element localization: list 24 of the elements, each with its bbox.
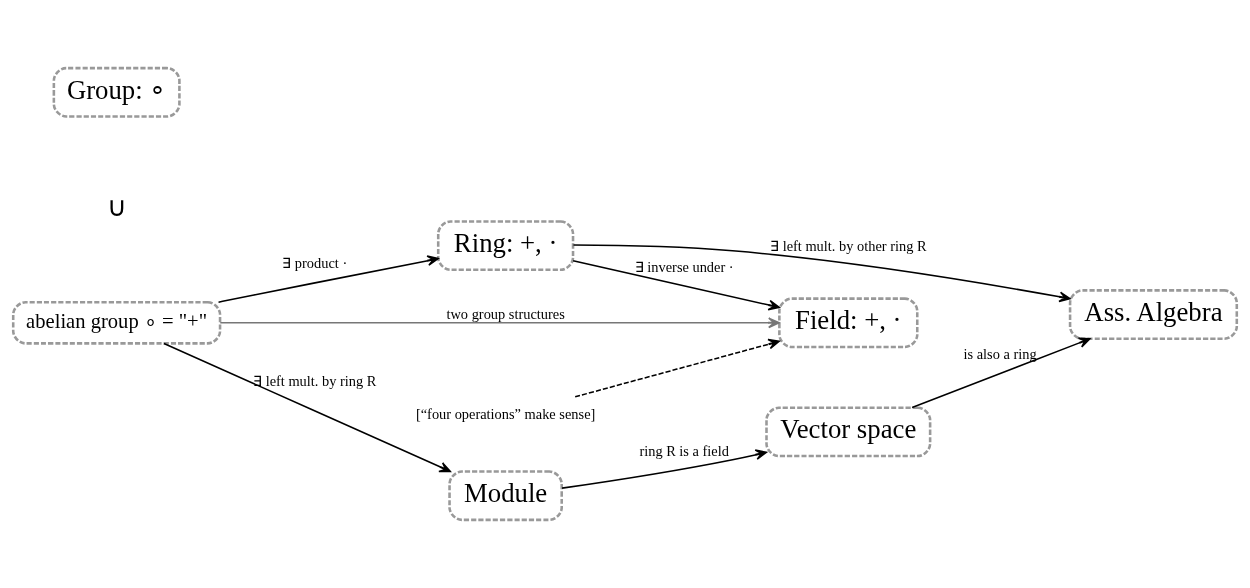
node-text: [“four operations” make sense]: [415, 406, 596, 423]
arrow: [572, 259, 780, 311]
edge-label: ring R is a field: [639, 442, 729, 459]
arrow: [911, 337, 1091, 409]
node-box: Module: [448, 470, 563, 522]
label: ∪: [106, 192, 127, 223]
arrow: [561, 449, 768, 489]
edge-label: ∃ inverse under ·: [634, 258, 734, 275]
node-box: Field: +, ·: [778, 297, 919, 349]
arrow: [219, 317, 780, 329]
edge-label: two group structures: [446, 305, 565, 322]
arrow: [217, 255, 439, 303]
edge-label: ∃ product ·: [282, 255, 348, 272]
edge-label: ∃ left mult. by other ring R: [770, 237, 927, 254]
node-box: Vector space: [765, 406, 932, 458]
edge-label: ∃ left mult. by ring R: [253, 372, 377, 389]
arrow: [163, 342, 451, 473]
node-box: Group: ∘: [52, 66, 181, 118]
arrow: [574, 338, 780, 398]
node-box: Ass. Algebra: [1068, 289, 1239, 341]
arrow: [572, 244, 1071, 303]
node-box: abelian group ∘ = "+": [11, 300, 222, 345]
node-box: Ring: +, ·: [436, 220, 575, 272]
edge-label: is also a ring: [963, 346, 1037, 363]
